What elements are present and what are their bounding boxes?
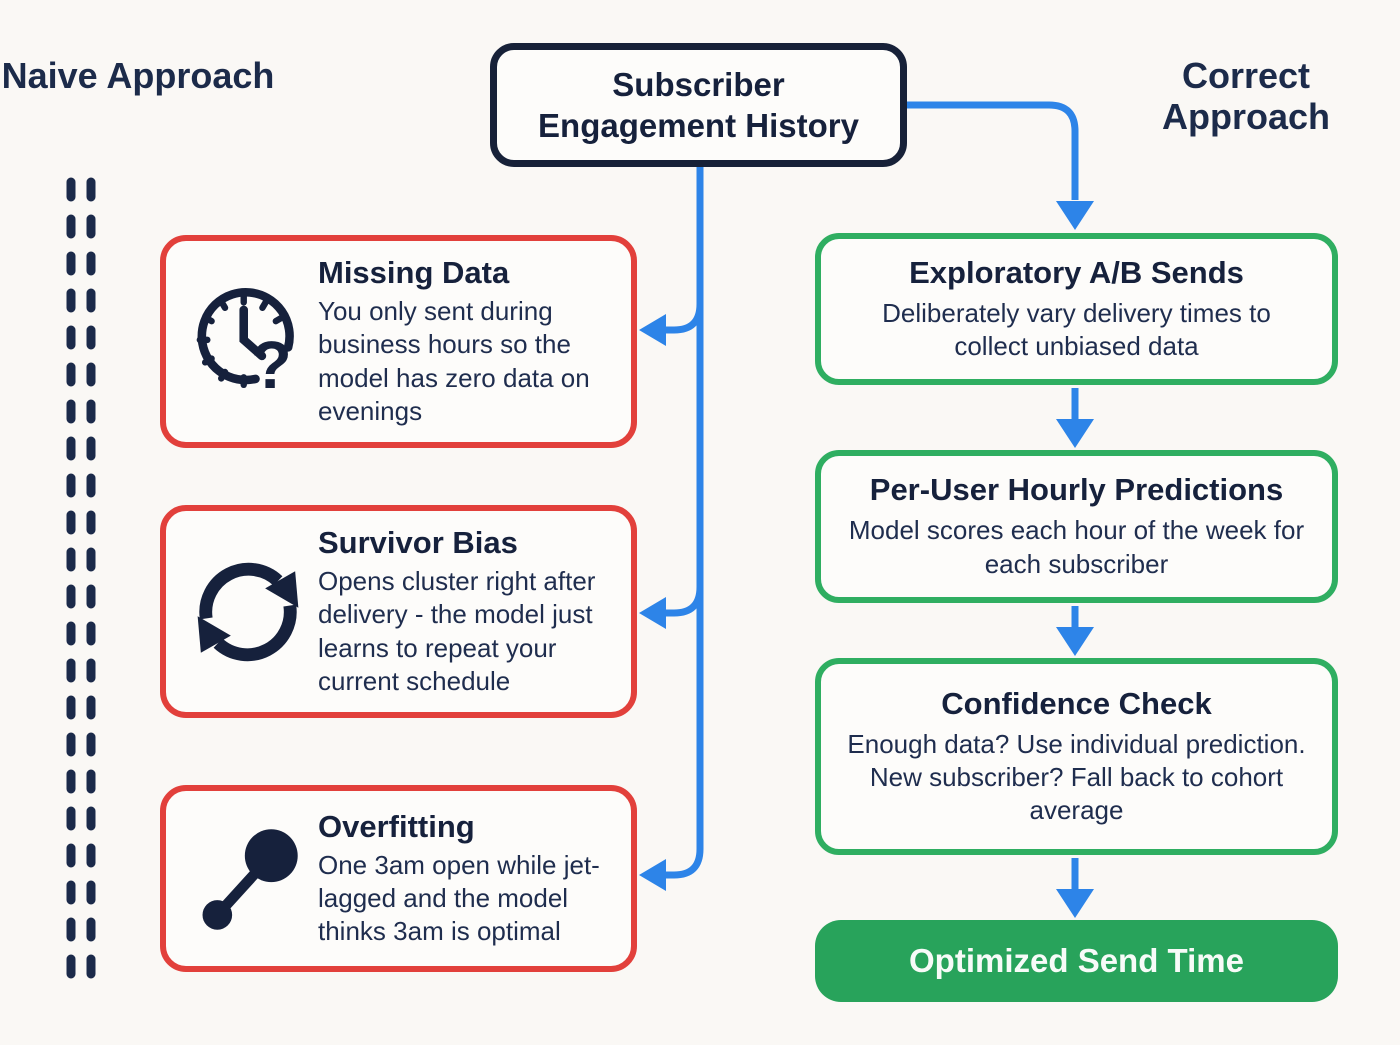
- confidence-check-title: Confidence Check: [941, 685, 1212, 721]
- node-link-icon: [178, 824, 318, 934]
- per-user-hourly-predictions-card: Per-User Hourly Predictions Model scores…: [815, 450, 1338, 603]
- confidence-check-body: Enough data? Use individual prediction. …: [847, 728, 1306, 825]
- per-user-hourly-predictions-body: Model scores each hour of the week for e…: [848, 515, 1305, 579]
- naive-approach-header: Naive Approach: [1, 55, 275, 96]
- missing-data-title: Missing Data: [318, 255, 510, 291]
- correct-approach-header: Correct Approach: [1161, 55, 1330, 138]
- survivor-bias-card: Survivor Bias Opens cluster right after …: [160, 505, 637, 718]
- svg-text:?: ?: [251, 329, 292, 403]
- missing-data-body: You only sent during business hours so t…: [318, 296, 590, 426]
- subscriber-engagement-history-box: Subscriber Engagement History: [490, 43, 907, 167]
- survivor-bias-body: Opens cluster right after delivery - the…: [318, 566, 596, 696]
- exploratory-ab-sends-body: Deliberately vary delivery times to coll…: [882, 297, 1271, 361]
- overfitting-title: Overfitting: [318, 808, 475, 844]
- dashed-divider: [66, 177, 96, 997]
- overfitting-body: One 3am open while jet-lagged and the mo…: [318, 849, 600, 946]
- exploratory-ab-sends-card: Exploratory A/B Sends Deliberately vary …: [815, 233, 1338, 385]
- exploratory-ab-sends-title: Exploratory A/B Sends: [909, 254, 1244, 290]
- missing-data-card: ? Missing Data You only sent during busi…: [160, 235, 637, 448]
- per-user-hourly-predictions-title: Per-User Hourly Predictions: [869, 472, 1284, 508]
- optimized-send-time-title: Optimized Send Time: [909, 942, 1244, 979]
- confidence-check-card: Confidence Check Enough data? Use indivi…: [815, 658, 1338, 855]
- source-box-title: Subscriber Engagement History: [538, 65, 859, 144]
- optimized-send-time-box: Optimized Send Time: [815, 920, 1338, 1002]
- clock-question-icon: ?: [178, 281, 318, 403]
- survivor-bias-title: Survivor Bias: [318, 525, 518, 561]
- overfitting-card: Overfitting One 3am open while jet-lagge…: [160, 785, 637, 972]
- cycle-arrows-icon: [178, 552, 318, 672]
